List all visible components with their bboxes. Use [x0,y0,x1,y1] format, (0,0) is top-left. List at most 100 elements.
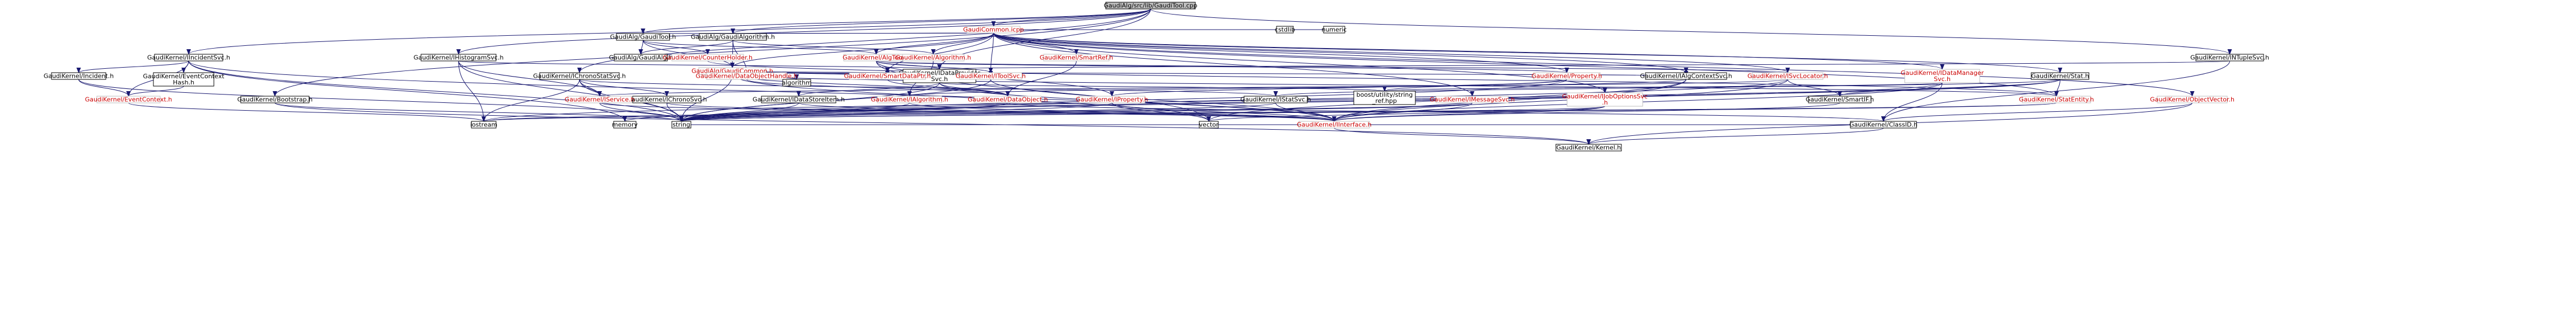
node-box [974,96,1042,103]
node-gaudikernel-kernel[interactable]: GaudiKernel/Kernel.h [1555,144,1622,152]
node-memory[interactable]: memory [612,121,638,129]
include-edge [876,60,1569,73]
node-gaudialg-gaudialg[interactable]: GaudiAlg/GaudiAlg.h [609,54,673,62]
include-edge [796,82,940,97]
node-cstdlib[interactable]: cstdlib [1275,26,1295,34]
node-label: cstdlib [1275,26,1295,34]
include-edge [1382,79,1567,92]
node-gaudikernel-iproperty[interactable]: GaudiKernel/IProperty.h [1076,96,1148,103]
node-gaudikernel-smartif[interactable]: GaudiKernel/SmartIF.h [1806,96,1874,103]
node-gaudikernel-iincidentsvc[interactable]: GaudiKernel/IIncidentSvc.h [147,54,230,62]
node-label: numeric [1321,26,1347,34]
node-gaudikernel-algtool[interactable]: GaudiKernel/AlgTool.h [843,54,910,62]
include-edge [730,32,994,68]
node-gaudikernel-statentity[interactable]: GaudiKernel/StatEntity.h [2019,96,2094,103]
node-gaudikernel-iservice[interactable]: GaudiKernel/IService.h [565,96,635,103]
node-label: memory [612,121,638,129]
node-box [966,26,1021,34]
include-edge [76,60,189,73]
node-label: GaudiKernel/IAlgContextSvc.h [1640,73,1732,80]
node-gaudikernel-eventcontext[interactable]: GaudiKernel/EventContext.h [85,96,172,103]
node-gaudikernel-intuplesvc[interactable]: GaudiKernel/INTupleSvc.h [2190,54,2269,62]
node-gaudikernel-iincident[interactable]: GaudiKernel/Incident.h [44,72,114,80]
node-label: GaudiKernel/EventContext [143,73,225,80]
node-label: GaudiKernel/IStatSvc.h [1240,96,1311,103]
node-gaudikernel-stat[interactable]: GaudiKernel/Stat.h [2031,72,2089,80]
node-gaudikernel-algorithm[interactable]: GaudiKernel/Algorithm.h [896,54,971,62]
node-label: _ref.hpp [1372,97,1397,105]
node-gaudikernel-dataobjecthandle[interactable]: GaudiKernel/DataObjectHandle.h [696,72,798,80]
node-box [1323,26,1345,34]
include-edge [707,60,2059,97]
node-gaudialg-gaudialgorithm[interactable]: GaudiAlg/GaudiAlgorithm.h [691,33,775,41]
node-gaudikernel-istatsvc[interactable]: GaudiKernel/IStatSvc.h [1240,96,1311,103]
node-gaudikernel-ihistogramsvc[interactable]: GaudiKernel/IHistogramSvc.h [414,54,504,62]
node-gaudikernel-bootstrap[interactable]: GaudiKernel/Bootstrap.h [237,96,313,103]
node-label: GaudiKernel/IChronoStatSvc.h [533,73,626,80]
include-edge [993,32,1079,55]
node-gaudikernel-iinterface[interactable]: GaudiKernel/IInterface.h [1297,121,1372,129]
include-edge [993,32,2063,73]
node-label: GaudiKernel/Bootstrap.h [237,96,313,103]
node-label: GaudiKernel/IHistogramSvc.h [414,54,504,62]
node-label: GaudiKernel/Algorithm.h [896,54,971,62]
node-label: GaudiKernel/Kernel.h [1556,144,1621,152]
node-gaudikernel-smartref[interactable]: GaudiKernel/SmartRef.h [1040,54,1113,62]
node-label: GaudiKernel/IChronoSvc.h [627,96,707,103]
node-gaudikernel-dataobject[interactable]: GaudiKernel/DataObject.h [967,96,1048,103]
node-label: GaudiKernel/CounterHolder.h [663,54,752,62]
node-gaudikernel-ialgcontextsvc[interactable]: GaudiKernel/IAlgContextSvc.h [1640,72,1732,80]
node-label: iostream [470,121,497,129]
node-gaudikernel-ichronosvc[interactable]: GaudiKernel/IChronoSvc.h [627,96,707,103]
node-gaudikernel-counterholder[interactable]: GaudiKernel/CounterHolder.h [663,54,752,62]
node-vector[interactable]: vector [1199,121,1219,129]
node-label: GaudiKernel/Incident.h [44,73,114,80]
node-box [1533,72,1601,80]
node-string[interactable]: string [671,121,691,129]
node-gaudikernel-itoolsvc[interactable]: GaudiKernel/IToolSvc.h [956,72,1026,80]
include-edge [481,79,580,122]
node-gaudikernel-objectvector[interactable]: GaudiKernel/ObjectVector.h [2150,96,2234,103]
include-edge [931,32,994,55]
node-gaudikernel-smartdataptr[interactable]: GaudiKernel/SmartDataPtr.h [844,72,931,80]
node-gaudikernel-imessagesvc[interactable]: GaudiKernel/IMessageSvc.h [1429,96,1515,103]
node-boost-utility[interactable]: boost/utility/string_ref.hpp [1353,91,1416,105]
node-numeric[interactable]: numeric [1321,26,1347,34]
include-edge [643,40,878,55]
node-root[interactable]: GaudiAlg/src/lib/GaudiTool.cpp [1104,2,1198,10]
node-box [1904,69,1980,83]
include-edge [679,79,1788,122]
node-box [1043,54,1110,62]
node-gaudikernel-property[interactable]: GaudiKernel/Property.h [1532,72,1602,80]
node-box [96,96,161,103]
include-edge [909,102,1336,122]
include-edge [666,102,1336,122]
node-box [782,79,811,87]
include-edge [1207,106,1605,122]
node-label: GaudiKernel/IJobOptionsSvc [1562,93,1648,100]
node-box [1850,121,1917,129]
node-iostream[interactable]: iostream [470,121,497,129]
node-box [849,72,926,80]
node-gaudikernel-ichronostatsvc[interactable]: GaudiKernel/IChronoStatSvc.h [533,72,626,80]
node-gaudialg-gauditool[interactable]: GaudiAlg/GaudiTool.h [610,33,676,41]
node-gaudicommon-icpp[interactable]: GaudiCommon.icpp [963,26,1024,34]
node-gaudikernel-isvclocator[interactable]: GaudiKernel/ISvcLocator.h [1747,72,1828,80]
node-gaudikernel-ialgorithm[interactable]: GaudiKernel/IAlgorithm.h [871,96,948,103]
node-label: .h [1602,99,1607,106]
include-edge [731,8,1151,34]
node-box [2022,96,2091,103]
node-algorithm[interactable]: algorithm [782,79,812,87]
node-label: GaudiKernel/IDataStoreItem.h [752,96,845,103]
include-edge [78,79,684,122]
node-gaudikernel-classid[interactable]: GaudiKernel/ClassID.h [1849,121,1918,129]
include-edge [638,40,643,55]
node-box [2157,96,2228,103]
node-box [1298,121,1370,129]
include-edge [188,60,627,122]
node-gaudikernel-iuseoptionssvc[interactable]: GaudiKernel/IJobOptionsSvc.h [1562,92,1648,107]
node-gaudikernel-idatastorelem[interactable]: GaudiKernel/IDataStoreItem.h [752,96,845,103]
